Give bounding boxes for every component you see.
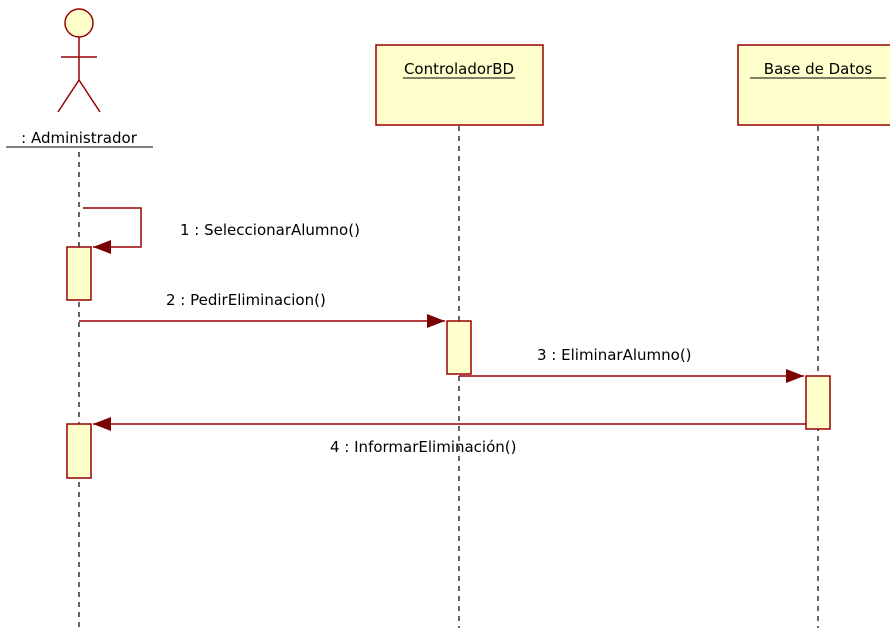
activation-base-de-datos [805,375,831,430]
object-controladorbd[interactable]: ControladorBD [375,44,544,126]
message-3[interactable]: 3 : EliminarAlumno() [459,346,804,383]
activation-controladorbd [446,320,472,375]
message-1-label: 1 : SeleccionarAlumno() [180,221,360,239]
object-box [375,44,544,126]
actor-left-leg [57,79,80,113]
object-base-de-datos[interactable]: Base de Datos [737,44,890,126]
actor-head [64,8,94,38]
message-4[interactable]: 4 : InformarEliminación() [93,417,806,456]
message-1[interactable]: 1 : SeleccionarAlumno() [83,207,360,254]
object-box [737,44,890,126]
object-label: ControladorBD [404,60,514,78]
message-1-line [83,207,142,254]
message-2-label: 2 : PedirEliminacion() [166,291,326,309]
actor-label: : Administrador [21,129,138,147]
message-3-label: 3 : EliminarAlumno() [537,346,692,364]
message-2[interactable]: 2 : PedirEliminacion() [79,291,445,328]
object-label: Base de Datos [764,60,873,78]
activation-administrador-2 [66,423,92,479]
actor-administrador[interactable]: : Administrador [6,8,153,148]
actor-right-leg [78,79,101,113]
activation-administrador-1 [66,246,92,301]
message-4-label: 4 : InformarEliminación() [330,438,517,456]
